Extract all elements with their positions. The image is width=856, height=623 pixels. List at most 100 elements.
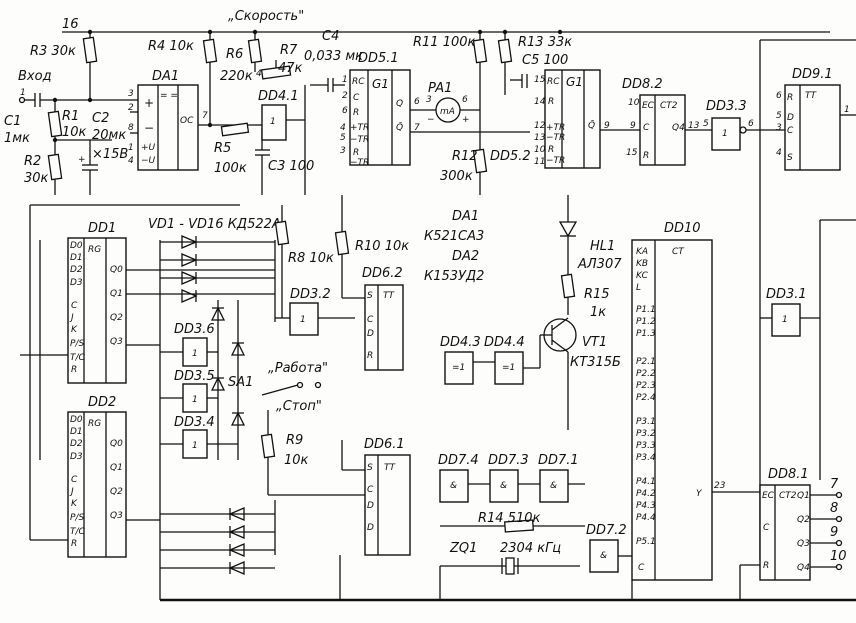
dd5-2-label: DD5.2 [490,149,531,164]
dd3-6-label: DD3.6 [174,322,215,337]
r10: R10 10к [334,195,409,299]
speed-label: „Скорость" [228,9,304,24]
r3-label: R3 30к [30,44,76,59]
dd3-1-label: DD3.1 [766,287,807,302]
dd8-2-label: DD8.2 [622,77,663,92]
hl1-label: HL1 [590,239,615,254]
svg-text:G1: G1 [372,77,389,91]
vt1-type: КТ315Б [570,355,621,370]
c4-label: C4 [322,29,339,44]
svg-text:K: K [71,499,78,509]
svg-text:1: 1 [192,441,198,451]
dd2-register: DD2 RG D0 D1 D2 D3 C J K P/S T/C R Q0 Q1… [67,395,127,558]
svg-text:Q2: Q2 [797,515,810,525]
svg-text:9: 9 [604,121,610,131]
svg-text:D2: D2 [70,265,83,275]
svg-text:4: 4 [256,69,262,79]
r6-label: R6 [226,47,243,62]
legend-da1-type: К521СА3 [424,229,484,244]
output-10: 10 [830,549,847,564]
svg-text:11: 11 [534,157,545,167]
svg-text:R: R [71,539,77,549]
input-label: Вход [18,69,52,84]
svg-text:Q̄: Q̄ [588,119,595,131]
svg-text:4: 4 [340,123,346,133]
svg-text:3: 3 [340,146,346,156]
svg-text:L: L [636,283,641,293]
svg-text:Q3: Q3 [110,511,123,521]
svg-text:6: 6 [342,106,348,116]
r13-label: R13 33к [518,35,572,50]
svg-text:= =: = = [160,91,178,101]
svg-text:P4.3: P4.3 [636,501,656,511]
svg-text:D: D [787,113,794,123]
legend-da2-type: К153УД2 [424,269,484,284]
zq1-label: ZQ1 [449,541,477,556]
svg-text:P/S: P/S [70,339,84,349]
svg-text:C: C [71,475,78,485]
svg-text:1: 1 [844,105,850,115]
svg-text:Q3: Q3 [797,539,810,549]
r9-value: 10к [284,453,309,468]
svg-text:C: C [367,315,374,325]
svg-text:Q1: Q1 [110,289,123,299]
dd1-label: DD1 [88,221,116,236]
dd3-3-label: DD3.3 [706,99,747,114]
dd5-1-label: DD5.1 [358,51,399,66]
dd8-2-counter: DD8.2 CT2 EC C R Q4 10 9 15 13 [600,77,700,166]
svg-text:1: 1 [270,117,276,127]
svg-text:D0: D0 [70,415,83,425]
svg-text:P2.2: P2.2 [636,369,656,379]
svg-text:+TR: +TR [350,123,369,133]
svg-text:6: 6 [776,91,782,101]
pa1-meter: PA1 mA − + 3 6 [410,81,480,125]
svg-text:2: 2 [342,91,348,101]
supply-voltage-label: 16 [62,17,79,32]
dd3-2-gate: 1 DD3.2 [275,287,355,336]
svg-text:6: 6 [414,97,420,107]
r4: R4 10к [148,32,218,125]
r1-value: 10к [62,125,87,140]
svg-text:R: R [353,108,359,118]
r4-label: R4 10к [148,39,194,54]
svg-text:9: 9 [630,121,636,131]
svg-text:R: R [367,351,373,361]
svg-text:6: 6 [462,95,468,105]
pa1-label: PA1 [428,81,452,96]
diode-label: VD1 - VD16 КД522А [148,217,281,232]
dd9-1-trigger: DD9.1 TT R D C S 6 5 3 4 1 [776,67,856,171]
svg-text:Q1: Q1 [797,491,810,501]
r5-label: R5 [214,141,231,156]
svg-text:RC: RC [352,77,365,87]
svg-text:S: S [367,291,373,301]
da1-comparator: DA1 + − = = OC +U −U 3 2 8 1 4 7 [128,69,255,171]
svg-text:P4.1: P4.1 [636,477,656,487]
svg-text:+: + [78,155,86,165]
svg-text:P1.2: P1.2 [636,317,656,327]
svg-text:&: & [600,551,607,561]
svg-text:J: J [69,313,74,323]
r15-label: R15 [584,287,610,302]
c3-label: C3 100 [268,159,314,174]
c4: C4 0,033 мк [304,29,363,92]
svg-text:&: & [500,481,507,491]
c2-voltage: ×15В [92,147,128,162]
svg-text:Q2: Q2 [110,313,123,323]
output-terminals: 7 8 9 10 [810,477,847,571]
svg-text:CT2: CT2 [660,101,678,111]
svg-text:P4.4: P4.4 [636,513,656,523]
svg-text:−: − [144,121,154,135]
svg-text:P3.2: P3.2 [636,429,656,439]
svg-text:3: 3 [128,89,134,99]
svg-text:1: 1 [722,129,728,139]
r12-value: 300к [440,169,473,184]
stop-label: „Стоп" [276,399,322,414]
svg-text:TT: TT [383,291,395,301]
svg-text:R: R [548,145,554,155]
svg-text:KB: KB [636,259,648,269]
supply-rail: 16 [62,17,830,35]
r12-label: R12 [452,149,478,164]
output-7: 7 [830,477,839,492]
dd2-label: DD2 [88,395,116,410]
svg-text:5: 5 [776,111,782,121]
